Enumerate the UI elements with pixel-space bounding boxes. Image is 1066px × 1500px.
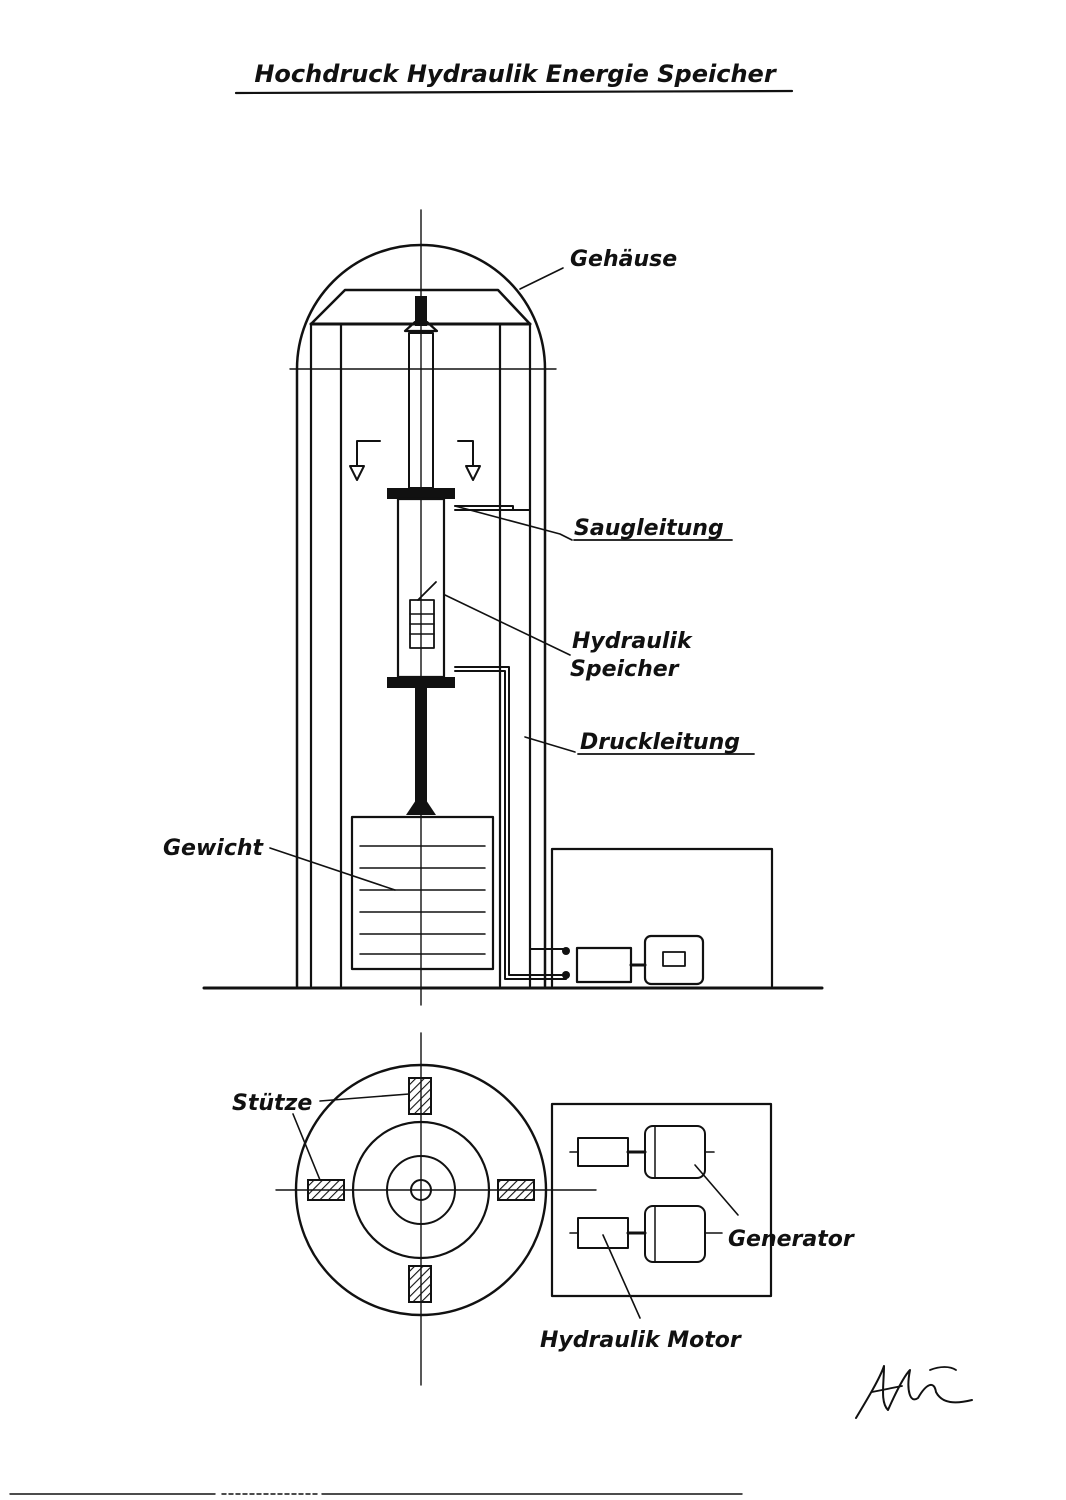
arrow-left-shaft <box>356 440 381 467</box>
lower-rod <box>415 688 427 803</box>
plan-view <box>275 1032 773 1386</box>
weight-hook <box>406 800 436 815</box>
machine-room-plan <box>550 1102 773 1298</box>
leader-hydraulik-motor <box>602 1234 641 1319</box>
leader-stuetze-left <box>292 1113 321 1181</box>
leader-gewicht <box>269 847 396 891</box>
title-underline <box>234 89 794 95</box>
signature-stroke-2 <box>871 1385 903 1393</box>
housing-outline <box>295 243 547 988</box>
leader-gehaeuse <box>519 267 564 290</box>
leader-stuetze-top <box>319 1093 410 1102</box>
arrow-right-shaft <box>457 440 474 467</box>
hydraulic-motor-plan-1 <box>577 1137 629 1167</box>
housing-circle <box>294 1063 548 1317</box>
label-gehaeuse: Gehäuse <box>570 247 677 272</box>
arrow-left-icon <box>349 465 365 481</box>
leader-hydraulik-speicher <box>444 594 571 656</box>
signature-stroke-1 <box>855 1365 973 1419</box>
leader-saugleitung <box>454 505 573 541</box>
title: Hochdruck Hydraulik Energie Speicher <box>234 60 794 95</box>
label-druckleitung: Druckleitung <box>580 730 740 755</box>
label-saugleitung: Saugleitung <box>574 516 724 541</box>
accumulator-top-flange <box>387 488 455 499</box>
leader-generator <box>694 1164 739 1216</box>
suction-line-pipe <box>454 505 567 950</box>
elevation-view <box>202 209 824 1006</box>
label-hydraulik-speicher-2: Speicher <box>570 657 680 682</box>
top-mount <box>415 296 427 326</box>
generator-terminal-box <box>662 951 686 967</box>
hydraulic-motor-plan-2 <box>577 1217 629 1249</box>
weight-circle <box>351 1120 491 1260</box>
signature <box>855 1365 973 1419</box>
support-left <box>307 1179 345 1201</box>
label-stuetze: Stütze <box>232 1091 312 1116</box>
valve-lower-icon <box>562 971 570 979</box>
bladder-valve <box>417 581 437 601</box>
generator-plan-1 <box>644 1125 706 1179</box>
arrow-right-icon <box>465 465 481 481</box>
label-gewicht: Gewicht <box>163 836 265 861</box>
generator-elevation <box>643 934 705 986</box>
title-text: Hochdruck Hydraulik Energie Speicher <box>254 60 778 88</box>
label-hydraulik-speicher-1: Hydraulik <box>572 629 693 654</box>
signature-stroke-3 <box>929 1366 957 1371</box>
support-right <box>497 1179 535 1201</box>
rod-clamp <box>403 320 439 333</box>
hydraulic-motor-elevation <box>575 946 633 984</box>
generator-plan-2 <box>644 1205 706 1263</box>
pressure-line-pipe-inner <box>454 670 567 980</box>
accumulator-bottom-flange <box>387 677 455 688</box>
leader-druckleitung <box>524 736 576 753</box>
accumulator-circle <box>386 1155 456 1225</box>
rod-circle <box>410 1179 432 1201</box>
weight-block <box>350 815 495 971</box>
label-hydraulik-motor: Hydraulik Motor <box>540 1328 742 1353</box>
support-bottom <box>408 1265 432 1303</box>
support-top <box>408 1077 432 1115</box>
pressure-line-pipe <box>454 666 567 976</box>
valve-upper-icon <box>562 947 570 955</box>
machine-room <box>550 847 774 988</box>
label-generator: Generator <box>728 1227 855 1252</box>
